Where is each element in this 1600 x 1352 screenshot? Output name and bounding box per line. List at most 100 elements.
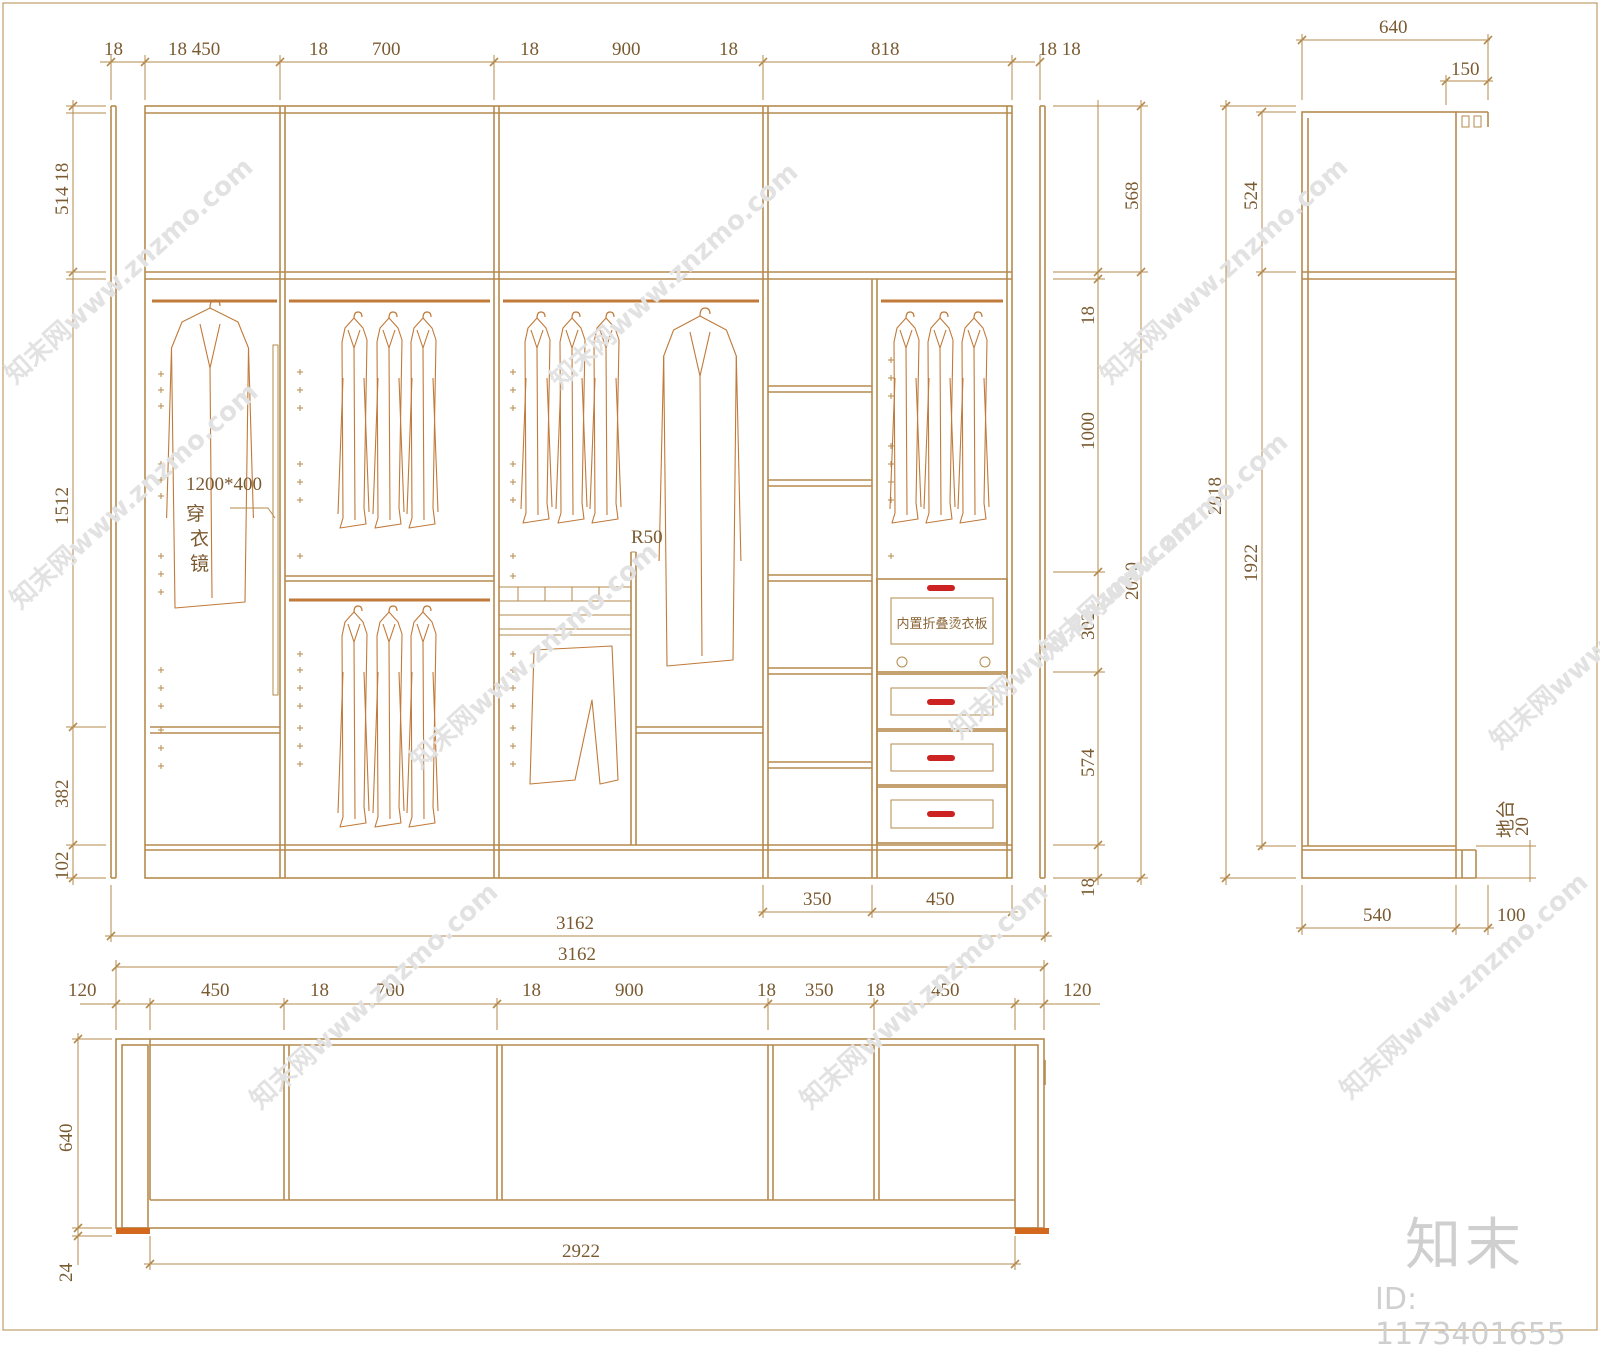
dim-text: 1922 xyxy=(1241,544,1262,582)
shelf-pin xyxy=(510,405,516,411)
plinth-right xyxy=(1015,1228,1049,1234)
side-dimensions: 640 150 524 2618 1922 xyxy=(1205,17,1536,935)
shirt-icon xyxy=(520,311,553,524)
dim-text: 514 18 xyxy=(52,163,73,215)
dim-text: 350 xyxy=(803,889,832,910)
side-elevation: 640 150 524 2618 1922 xyxy=(1205,17,1536,935)
svg-text:1200*400: 1200*400 xyxy=(186,474,262,495)
dim-text: 700 xyxy=(372,39,401,60)
shelf-pin xyxy=(297,369,303,375)
shirt-icon xyxy=(923,311,956,524)
shelf-pin xyxy=(510,703,516,709)
dim-text: 640 xyxy=(1379,17,1408,38)
dim-text: 2618 xyxy=(1205,477,1226,515)
mirror-char-1: 穿 xyxy=(186,503,205,525)
front-right-dimensions: 568 18 1000 2050 302 574 18 xyxy=(1053,100,1148,897)
front-left-dimensions: 514 18 1512 382 102 xyxy=(52,100,106,885)
svg-text:知末网www.znzmo.com: 知末网www.znzmo.com xyxy=(545,157,805,395)
dim-text: 18 xyxy=(522,980,541,1001)
dim-text: 20 xyxy=(1512,817,1533,836)
shelf-pin xyxy=(158,727,164,733)
shelf-pin xyxy=(888,443,894,449)
shelf-pin xyxy=(158,763,164,769)
shelf-pin xyxy=(158,387,164,393)
shirt-icon xyxy=(337,311,370,529)
shelf-pin xyxy=(297,761,303,767)
shelf-pin xyxy=(297,685,303,691)
shelf-pin xyxy=(297,387,303,393)
shirt-icon xyxy=(889,311,922,524)
dim-text: 900 xyxy=(615,980,644,1001)
dim-text: 18 xyxy=(310,980,329,1001)
shelf-pin xyxy=(297,703,303,709)
shelf-pin xyxy=(158,571,164,577)
dim-text: 1512 xyxy=(52,487,73,525)
shirt-icon xyxy=(589,311,622,524)
shelf-pin xyxy=(158,667,164,673)
dim-text: 18 xyxy=(757,980,776,1001)
plan-dimensions: 3162 120 450 18 700 18 900 18 350 18 xyxy=(56,944,1100,1282)
dim-text: 18 18 xyxy=(1038,39,1081,60)
shelf-pin xyxy=(510,685,516,691)
dim-text: 568 xyxy=(1122,182,1143,211)
dim-text: 18 xyxy=(1078,306,1099,325)
dim-text: 450 xyxy=(201,980,230,1001)
shelf-pin xyxy=(158,685,164,691)
drawer-stack: 内置折叠烫衣板 xyxy=(876,578,1008,844)
dim-text: 818 xyxy=(871,39,900,60)
shelf-pin xyxy=(510,497,516,503)
shelf-pin xyxy=(158,493,164,499)
shelf-pin xyxy=(158,745,164,751)
shelf-pin xyxy=(158,461,164,467)
shelf-pin xyxy=(888,461,894,467)
dim-text: 574 xyxy=(1078,748,1099,777)
coat-icon xyxy=(166,299,254,609)
shirt-icon xyxy=(337,605,370,828)
dim-text: 120 xyxy=(68,980,97,1001)
shirt-icon xyxy=(957,311,990,524)
shirt-icon xyxy=(372,605,405,828)
shirt-icon xyxy=(406,311,439,529)
dim-text: 350 xyxy=(805,980,834,1001)
dim-text: 18 xyxy=(719,39,738,60)
shelf-pin xyxy=(297,667,303,673)
shirt-icon xyxy=(555,311,588,524)
dim-text: 18 xyxy=(104,39,123,60)
dim-text: 150 xyxy=(1451,59,1480,80)
shelf-pin xyxy=(888,375,894,381)
shelf-pin xyxy=(297,405,303,411)
hanging-rods xyxy=(152,299,1003,602)
dim-text: 1000 xyxy=(1078,412,1099,450)
open-shelves xyxy=(768,385,872,769)
shelf-pin xyxy=(158,703,164,709)
dim-text: 2922 xyxy=(562,1241,600,1262)
dim-text: 18 xyxy=(866,980,885,1001)
dim-text: 450 xyxy=(926,889,955,910)
dim-text: 18 xyxy=(520,39,539,60)
dim-text: 18 xyxy=(1078,878,1099,897)
svg-text:知末网www.znzmo.com: 知末网www.znzmo.com xyxy=(245,877,505,1115)
shelf-pin xyxy=(510,553,516,559)
dim-text: 100 xyxy=(1497,905,1526,926)
svg-text:知末网www.znzmo.com: 知末网www.znzmo.com xyxy=(405,537,665,775)
shelf-pin xyxy=(158,589,164,595)
shelf-pin xyxy=(510,479,516,485)
shelf-pin xyxy=(297,725,303,731)
shelf-pin xyxy=(888,393,894,399)
dim-text: 18 450 xyxy=(168,39,220,60)
shelf-pin xyxy=(158,553,164,559)
shelf-pin xyxy=(297,651,303,657)
shelf-pin xyxy=(297,461,303,467)
shelf-pin xyxy=(297,497,303,503)
watermark-id: ID: 1173401655 xyxy=(1375,1282,1566,1352)
front-elevation: 内置折叠烫衣板 1200*400 穿 衣 镜 R50 xyxy=(52,39,1148,942)
ironing-board-label: 内置折叠烫衣板 xyxy=(896,616,987,632)
hanging-clothes xyxy=(166,299,990,828)
shelf-pin xyxy=(510,725,516,731)
shelf-pin xyxy=(510,461,516,467)
shelf-pin xyxy=(510,667,516,673)
shirt-icon xyxy=(372,311,405,529)
dim-text: 3162 xyxy=(556,913,594,934)
